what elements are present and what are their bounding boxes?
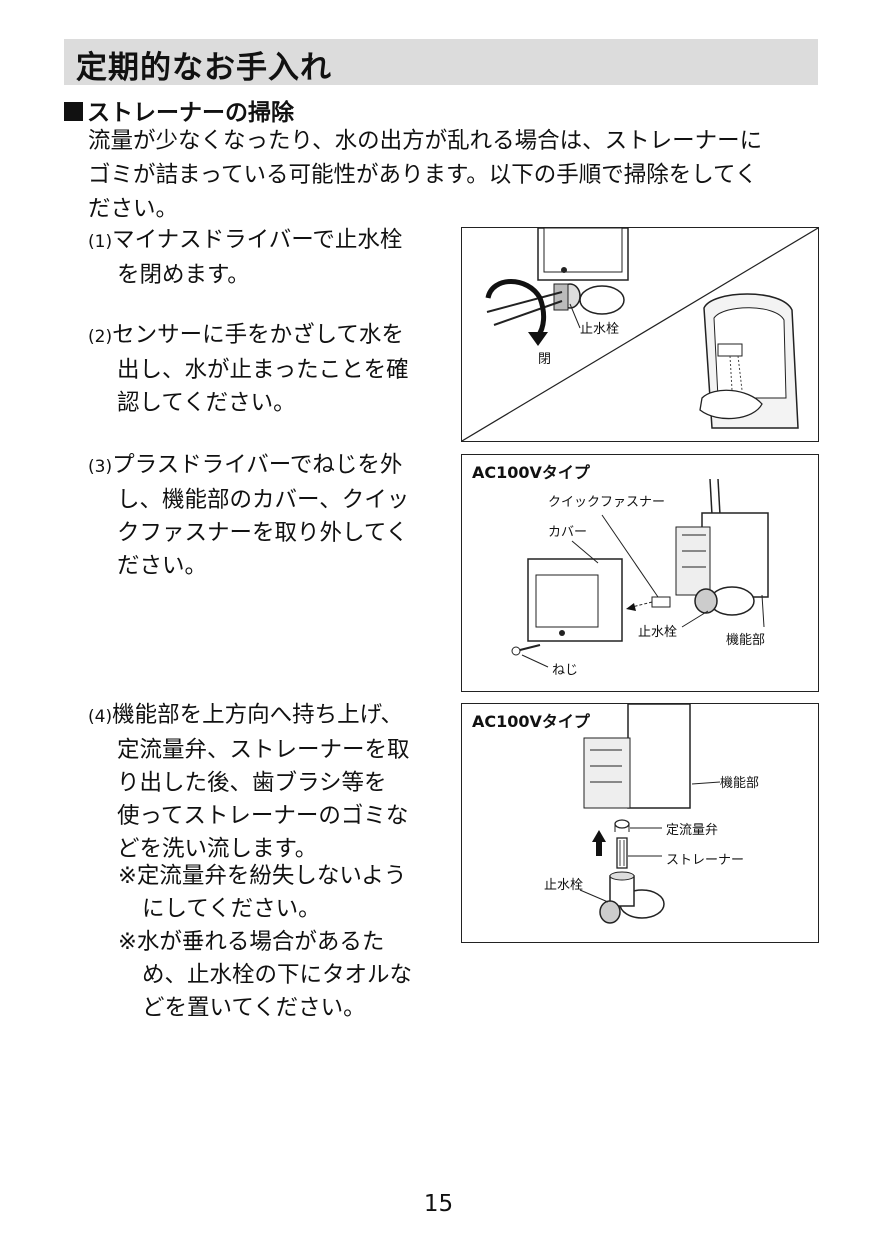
valve-label: 止水栓 bbox=[638, 625, 678, 640]
note-line: ※水が垂れる場合があるた bbox=[118, 929, 385, 955]
note-line: どを置いてください。 bbox=[142, 995, 366, 1021]
note-2: ※水が垂れる場合があるた め、止水栓の下にタオルな どを置いてください。 bbox=[118, 926, 448, 1025]
step-number: (3) bbox=[88, 457, 113, 477]
step-3: (3)プラスドライバーでねじを外 し、機能部のカバー、クイッ クファスナーを取り… bbox=[88, 449, 444, 583]
step-line: 出し、水が止まったことを確 bbox=[117, 357, 409, 383]
strainer-label: ストレーナー bbox=[666, 853, 745, 868]
step-4: (4)機能部を上方向へ持ち上げ、 定流量弁、ストレーナーを取 り出した後、歯ブラ… bbox=[88, 699, 444, 866]
step-number: (1) bbox=[88, 232, 113, 252]
flow-valve-label: 定流量弁 bbox=[666, 823, 719, 838]
step-line: プラスドライバーでねじを外 bbox=[112, 452, 403, 478]
step-line: マイナスドライバーで止水栓 bbox=[112, 227, 403, 253]
valve-label: 止水栓 bbox=[544, 878, 584, 893]
strainer-illustration bbox=[579, 704, 721, 924]
intro-line: 流量が少なくなったり、水の出方が乱れる場合は、ストレーナーに bbox=[88, 128, 763, 154]
intro-line: ゴミが詰まっている可能性があります。以下の手順で掃除をしてく bbox=[88, 162, 758, 188]
figure-remove-cover: AC100Vタイプ クイックファスナー カバー 止水栓 機能部 ねじ bbox=[461, 454, 819, 692]
section-title-text: ストレーナーの掃除 bbox=[87, 100, 294, 126]
note-1: ※定流量弁を紛失しないよう にしてください。 bbox=[118, 860, 448, 926]
close-label: 閉 bbox=[538, 352, 552, 367]
step-line: 使ってストレーナーのゴミな bbox=[117, 803, 409, 829]
step-2: (2)センサーに手をかざして水を 出し、水が止まったことを確 認してください。 bbox=[88, 319, 444, 420]
page-title: 定期的なお手入れ bbox=[76, 50, 332, 86]
page-header: 定期的なお手入れ bbox=[64, 39, 818, 86]
step-line: り出した後、歯ブラシ等を bbox=[117, 770, 387, 796]
screw-label: ねじ bbox=[552, 663, 579, 678]
step-line: 認してください。 bbox=[117, 390, 296, 416]
unit-label: 機能部 bbox=[726, 633, 766, 648]
quick-fastener-label: クイックファスナー bbox=[548, 495, 666, 510]
step-line: し、機能部のカバー、クイッ bbox=[117, 487, 410, 513]
step-line: を閉めます。 bbox=[117, 262, 250, 288]
note-line: め、止水栓の下にタオルな bbox=[142, 962, 413, 988]
step-line: クファスナーを取り外してく bbox=[117, 520, 409, 546]
figure-type-label: AC100Vタイプ bbox=[472, 712, 590, 731]
step-line: どを洗い流します。 bbox=[117, 836, 318, 862]
square-bullet-icon bbox=[64, 102, 83, 121]
cover-label: カバー bbox=[548, 525, 588, 540]
note-line: ※定流量弁を紛失しないよう bbox=[118, 863, 407, 889]
figure-valve-close: 止水栓 閉 bbox=[461, 227, 819, 442]
step-line: センサーに手をかざして水を bbox=[112, 322, 404, 348]
note-line: にしてください。 bbox=[142, 896, 321, 922]
step-line: 定流量弁、ストレーナーを取 bbox=[117, 737, 410, 763]
intro-line: ださい。 bbox=[88, 196, 179, 222]
intro-paragraph: 流量が少なくなったり、水の出方が乱れる場合は、ストレーナーに ゴミが詰まっている… bbox=[88, 124, 828, 226]
section-title: ストレーナーの掃除 bbox=[64, 93, 294, 127]
step-1: (1)マイナスドライバーで止水栓 を閉めます。 bbox=[88, 224, 444, 292]
figure-strainer: AC100Vタイプ 機能部 定流量弁 ストレーナー 止水栓 bbox=[461, 703, 819, 943]
step-line: ださい。 bbox=[117, 553, 208, 579]
valve-label: 止水栓 bbox=[580, 322, 620, 337]
unit-label: 機能部 bbox=[720, 776, 760, 791]
figure-type-label: AC100Vタイプ bbox=[472, 463, 590, 482]
remove-cover-illustration bbox=[511, 478, 769, 668]
valve-close-illustration bbox=[462, 228, 818, 441]
step-number: (2) bbox=[88, 327, 113, 347]
step-line: 機能部を上方向へ持ち上げ、 bbox=[112, 702, 404, 728]
step-number: (4) bbox=[88, 707, 113, 727]
page-number: 15 bbox=[423, 1191, 454, 1217]
